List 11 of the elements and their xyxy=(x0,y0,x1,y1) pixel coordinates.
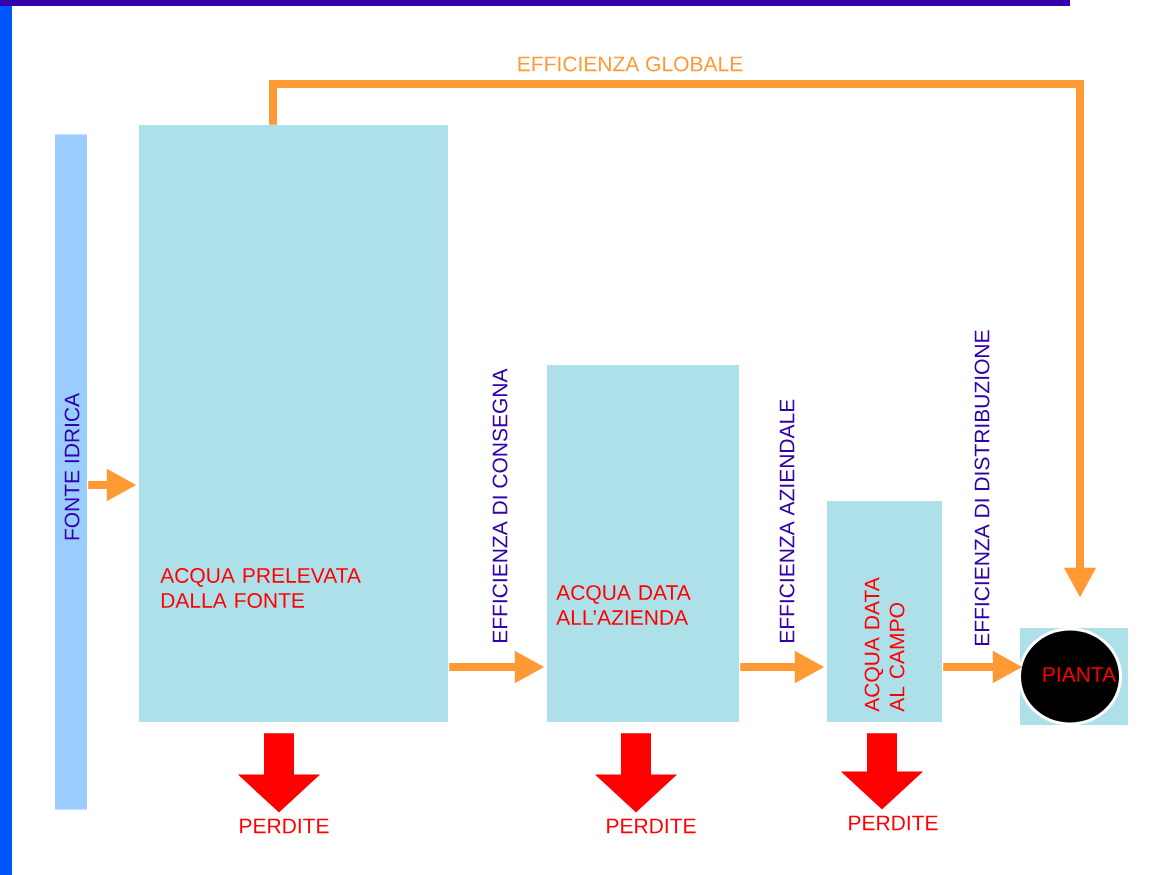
edge-label: EFFICIENZA AZIENDALE xyxy=(778,397,796,645)
edge-label: EFFICIENZA GLOBALE xyxy=(515,55,745,73)
loss-label: PERDITE xyxy=(607,818,696,834)
source-bar: FONTE IDRICA xyxy=(55,134,87,810)
water-box: ACQUA DATA AL CAMPO xyxy=(827,501,942,722)
water-box: ACQUA PRELEVATA DALLA FONTE xyxy=(139,125,448,722)
loss-label: PERDITE xyxy=(849,815,938,831)
edge-label: EFFICIENZA DI CONSEGNA xyxy=(491,367,509,645)
loss-label: PERDITE xyxy=(240,818,329,834)
edge-label: EFFICIENZA DI DISTRIBUZIONE xyxy=(973,328,991,648)
water-box: ACQUA DATA ALL’AZIENDA xyxy=(547,365,739,722)
